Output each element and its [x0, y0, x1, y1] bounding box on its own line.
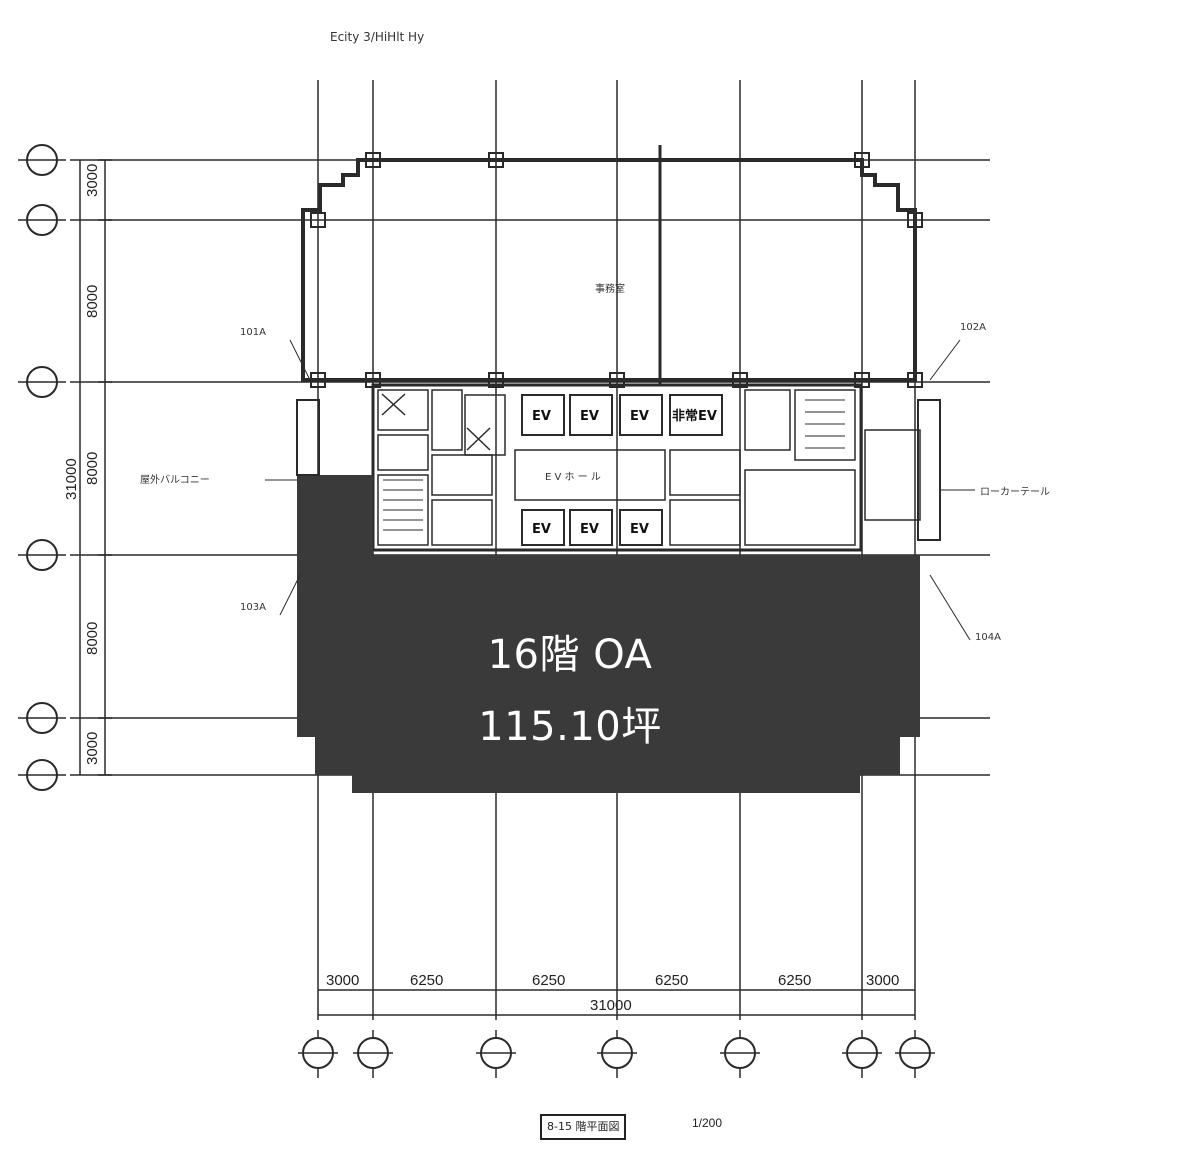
bottom-dim-label: 6250 — [655, 972, 688, 989]
shaft-cross-marks — [381, 393, 491, 451]
bottom-dimension-chain: 3000 6250 6250 6250 6250 3000 31000 — [318, 972, 915, 1016]
left-dimension-chain: 3000 8000 8000 8000 3000 31000 — [63, 159, 112, 776]
bottom-dim-label: 6250 — [778, 972, 811, 989]
right-side-label: ローカーテール — [980, 486, 1050, 498]
leader-line — [289, 339, 311, 381]
elevator-shaft — [521, 509, 565, 546]
left-grid-markers — [26, 144, 58, 791]
core-rooms — [377, 389, 921, 546]
elevator-group: EV EV EV 非常EV EV EV EV E V ホ ー ル — [521, 394, 723, 546]
core-outline — [371, 383, 863, 552]
exterior-balcony-label: 屋外バルコニー — [140, 474, 210, 486]
note-103a: 103A — [240, 602, 266, 613]
bottom-dim-label: 3000 — [326, 972, 359, 989]
left-balcony — [296, 399, 320, 476]
left-dim-label: 8000 — [84, 622, 101, 655]
elevator-label: EV — [532, 409, 551, 424]
note-104a: 104A — [975, 632, 1001, 643]
right-shaft — [917, 399, 941, 541]
elevator-shaft — [619, 394, 663, 436]
elevator-label: EV — [630, 522, 649, 537]
elevator-shaft — [521, 394, 565, 436]
scale-label: 1/200 — [692, 1116, 723, 1130]
floor-label: 16階 OA — [487, 632, 653, 678]
elevator-label: EV — [580, 409, 599, 424]
left-dim-label: 3000 — [84, 732, 101, 765]
note-102a: 102A — [960, 322, 986, 333]
leasable-area — [297, 475, 920, 793]
leader-line — [929, 574, 971, 641]
top-room-label: 事務室 — [595, 282, 625, 295]
left-dim-label: 3000 — [84, 164, 101, 197]
left-dim-label: 8000 — [84, 452, 101, 485]
bottom-dim-label: 6250 — [532, 972, 565, 989]
elevator-shaft — [669, 394, 723, 436]
elevator-label: 非常EV — [672, 408, 717, 424]
note-101a: 101A — [240, 327, 266, 338]
left-dim-label: 8000 — [84, 285, 101, 318]
leader-line — [279, 574, 301, 616]
bottom-dim-label: 6250 — [410, 972, 443, 989]
elevator-shaft — [569, 394, 613, 436]
left-total-label: 31000 — [63, 458, 80, 500]
stair-lines — [383, 399, 845, 531]
left-grid-ticks — [18, 159, 66, 776]
bottom-total-label: 31000 — [590, 997, 632, 1014]
column-marks — [310, 152, 923, 388]
elevator-label: EV — [580, 522, 599, 537]
elevator-label: EV — [532, 522, 551, 537]
leader-line — [929, 339, 961, 381]
top-note: Ecity 3/HiHlt Hy — [330, 30, 425, 44]
elevator-shaft — [569, 509, 613, 546]
building-outline — [301, 158, 917, 382]
elevator-shaft — [619, 509, 663, 546]
area-label: 115.10坪 — [478, 704, 662, 750]
ev-hall-label: E V ホ ー ル — [545, 471, 601, 483]
bottom-dim-label: 3000 — [866, 972, 899, 989]
elevator-label: EV — [630, 409, 649, 424]
drawing-title: 8-15 階平面図 — [540, 1114, 627, 1140]
